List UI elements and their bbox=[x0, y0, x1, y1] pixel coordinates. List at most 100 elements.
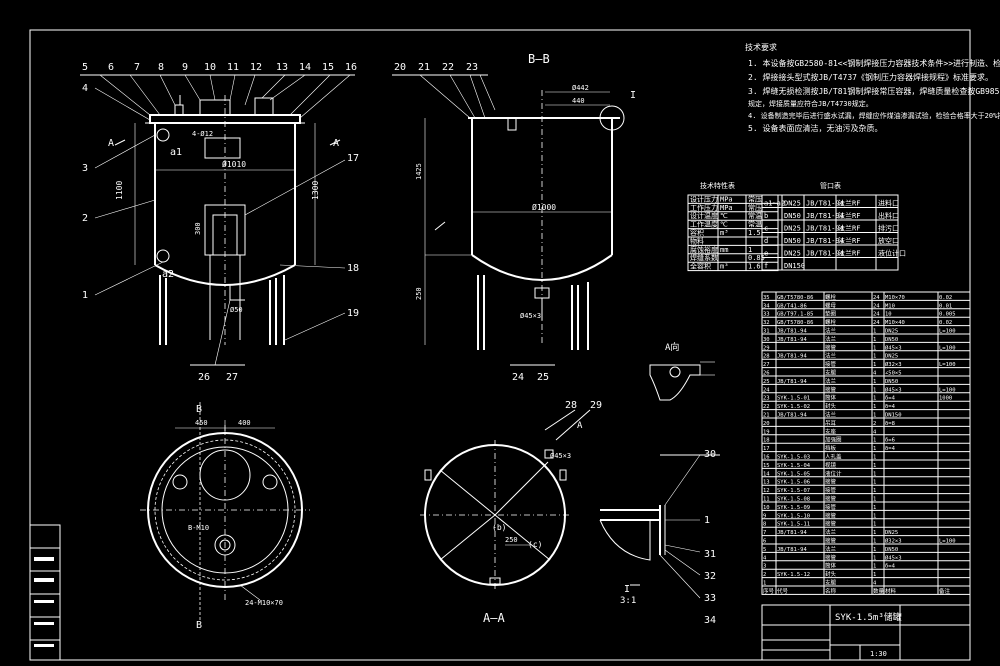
parts-list-cell: 法兰 bbox=[825, 352, 837, 360]
nozzle-table-cell: JB/T81-94 bbox=[806, 225, 844, 233]
bb-dim-top2: 440 bbox=[572, 97, 585, 105]
parts-list-cell: 21 bbox=[763, 413, 770, 419]
callout-10: 10 bbox=[204, 62, 216, 73]
parts-list-cell: 6 bbox=[763, 539, 766, 545]
strip-mark bbox=[34, 600, 54, 603]
parts-list-cell: 视镜 bbox=[825, 461, 837, 469]
parts-list-cell: 1 bbox=[873, 354, 876, 360]
parts-list-cell: 30 bbox=[763, 337, 770, 343]
parts-list-header-cell: 数量 bbox=[873, 587, 885, 595]
callout-5: 5 bbox=[82, 62, 88, 73]
parts-list-cell: SYK-1.5-08 bbox=[777, 497, 810, 503]
callout-24: 24 bbox=[512, 372, 524, 383]
parts-list-cell: 2 bbox=[873, 421, 876, 427]
nozzle-table-cell: DN150 bbox=[784, 262, 805, 270]
parts-list-cell: 16 bbox=[763, 455, 770, 461]
parts-list-cell: 22 bbox=[763, 404, 770, 410]
parts-list-cell: 24 bbox=[873, 320, 880, 326]
parts-list-cell: L=100 bbox=[939, 387, 956, 393]
callout-29: 29 bbox=[590, 400, 602, 411]
parts-list-cell: δ=4 bbox=[885, 446, 896, 452]
aa-dim-250: 250 bbox=[505, 536, 518, 544]
parts-list-cell: 24 bbox=[873, 312, 880, 318]
section-bb-title: B—B bbox=[528, 52, 550, 66]
parts-list-cell: 1 bbox=[873, 480, 876, 486]
aa-dim-pipe: Ø45×3 bbox=[550, 452, 571, 460]
left-title-strip bbox=[29, 524, 61, 661]
parts-list-cell: JB/T81-94 bbox=[777, 413, 807, 419]
parts-list-cell: 4 bbox=[873, 581, 877, 587]
parts-list-cell: 4 bbox=[873, 429, 877, 435]
nozzle-table-cell: 法兰RF bbox=[838, 199, 860, 208]
parts-list-cell: SYK-1.5-02 bbox=[777, 404, 810, 410]
parts-list-cell: 14 bbox=[763, 471, 770, 477]
parts-list-cell: 26 bbox=[763, 371, 770, 377]
section-marker-a-left: A bbox=[108, 138, 114, 149]
parts-list-cell: 1 bbox=[873, 337, 876, 343]
parts-list-cell: DN50 bbox=[885, 337, 898, 343]
parts-list-cell: 接管 bbox=[825, 495, 837, 503]
parts-list-cell: δ=4 bbox=[885, 404, 896, 410]
nozzle-table-cell: c bbox=[764, 225, 768, 233]
parts-list-cell: 垫圈 bbox=[825, 310, 837, 318]
parts-list-cell: 4 bbox=[763, 555, 767, 561]
nozzle-table-cell: JB/T81-94 bbox=[806, 212, 844, 220]
parts-list-cell: 1 bbox=[873, 547, 876, 553]
parts-list-cell: 1 bbox=[873, 497, 876, 503]
nozzle-table-cell: JB/T81-94 bbox=[806, 200, 844, 208]
tech-req-item-5: 5. 设备表面应清洁，无油污及杂质。 bbox=[748, 123, 882, 133]
parts-list-cell: SYK-1.5-11 bbox=[777, 522, 810, 528]
parts-list-cell: 接管 bbox=[825, 503, 837, 511]
parts-list-cell: 24 bbox=[873, 303, 880, 309]
detail-i-marker: I bbox=[630, 90, 636, 101]
callout-28: 28 bbox=[565, 400, 577, 411]
parts-list-header-cell: 名称 bbox=[825, 587, 837, 595]
parts-list-cell: 筒体 bbox=[825, 394, 837, 402]
parts-list-cell: 24 bbox=[873, 295, 880, 301]
callout-16: 16 bbox=[345, 62, 357, 73]
parts-list-cell: 1 bbox=[873, 455, 876, 461]
nozzle-table-cell: 液位计口 bbox=[878, 249, 906, 258]
parts-list-cell: 支腿 bbox=[825, 579, 837, 587]
parts-list-cell: Ø32×3 bbox=[885, 538, 902, 545]
parts-list-cell: 1 bbox=[873, 505, 876, 511]
aa-marker-a: A bbox=[577, 421, 583, 431]
spec-table-cell: m³ bbox=[720, 263, 728, 271]
callout-21: 21 bbox=[418, 62, 430, 73]
parts-list-cell: JB/T81-94 bbox=[777, 354, 807, 360]
spec-table-cell: 设计压力 bbox=[690, 194, 718, 203]
callout-8: 8 bbox=[158, 62, 164, 73]
parts-list-cell: 1 bbox=[873, 488, 876, 494]
parts-list-cell: M10 bbox=[885, 303, 895, 309]
callout-15: 15 bbox=[322, 62, 334, 73]
parts-list-cell: 螺栓 bbox=[825, 318, 837, 326]
parts-list-cell: 1 bbox=[873, 539, 876, 545]
nozzle-table-cell: 出料口 bbox=[878, 211, 899, 220]
parts-list-cell: 35 bbox=[763, 295, 770, 301]
parts-list-cell: SYK-1.5-12 bbox=[777, 572, 810, 578]
bb-dim-bottom: Ø45×3 bbox=[520, 312, 541, 320]
tech-req-item-1: 1. 本设备按GB2580-81<<钢制焊接压力容器技术条件>>进行制造、检验和… bbox=[748, 58, 1000, 68]
parts-list-header-cell: 材料 bbox=[885, 587, 897, 595]
parts-list-cell: 1 bbox=[873, 471, 876, 477]
parts-list-cell: 1 bbox=[873, 362, 876, 368]
parts-list-cell: DN50 bbox=[885, 547, 898, 553]
parts-list-cell: 螺母 bbox=[825, 301, 837, 309]
parts-list-cell: 0.02 bbox=[939, 295, 952, 301]
parts-list-cell: 接管 bbox=[825, 360, 837, 368]
parts-list-cell: 吊耳 bbox=[825, 420, 837, 427]
strip-mark bbox=[34, 644, 54, 647]
spec-table-title: 技术特性表 bbox=[700, 181, 735, 190]
callouts-top bbox=[80, 74, 355, 119]
parts-list-cell: 接管 bbox=[825, 478, 837, 486]
parts-list-cell: 24 bbox=[763, 387, 770, 393]
parts-list-cell: SYK-1.5-01 bbox=[777, 396, 810, 402]
spec-table-cell: 全容积 bbox=[690, 262, 711, 271]
title-block bbox=[761, 604, 971, 661]
section-bb-view bbox=[424, 90, 625, 350]
parts-list-cell: 接管 bbox=[825, 343, 837, 351]
spec-table-cell: 焊缝系数 bbox=[690, 253, 718, 262]
nozzle-table-cell: DN50 bbox=[784, 237, 801, 245]
parts-list-cell: 1 bbox=[873, 387, 876, 393]
